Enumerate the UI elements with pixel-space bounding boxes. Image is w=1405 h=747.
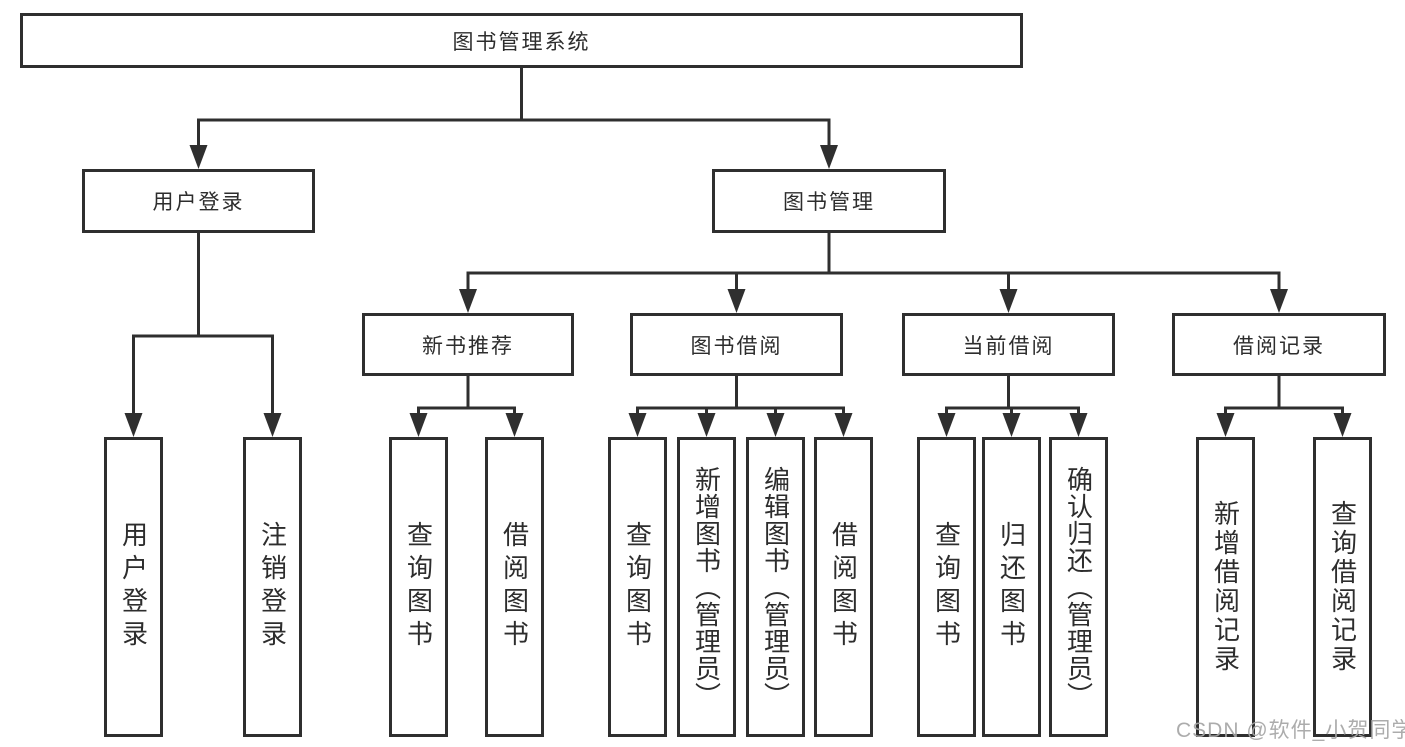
leaf-borrow-books-label: 借阅图书	[828, 521, 859, 653]
node-new-book-recommendation-label: 新书推荐	[422, 334, 514, 358]
node-current-borrowing: 当前借阅	[902, 313, 1115, 376]
node-user-login-label: 用户登录	[152, 191, 245, 214]
leaf-edit-book-admin: 编辑图书（管理员）	[746, 437, 805, 737]
node-root: 图书管理系统	[20, 13, 1023, 68]
leaf-logout-label: 注销登录	[257, 521, 288, 653]
leaf-borrow-books-recommend-label: 借阅图书	[499, 521, 530, 653]
leaf-return-book: 归还图书	[982, 437, 1041, 737]
node-book-borrowing-label: 图书借阅	[690, 334, 783, 358]
leaf-borrow-books-recommend: 借阅图书	[485, 437, 544, 737]
node-new-book-recommendation: 新书推荐	[362, 313, 574, 376]
leaf-query-books-recommend-label: 查询图书	[403, 521, 434, 653]
leaf-user-login-label: 用户登录	[118, 521, 149, 653]
leaf-query-borrow-record-label: 查询借阅记录	[1327, 500, 1358, 674]
leaf-query-books-borrowing: 查询图书	[608, 437, 667, 737]
leaf-query-books-recommend: 查询图书	[389, 437, 448, 737]
leaf-query-books-current: 查询图书	[917, 437, 976, 737]
node-user-login: 用户登录	[82, 169, 315, 233]
leaf-add-borrow-record: 新增借阅记录	[1196, 437, 1255, 737]
leaf-confirm-return-admin: 确认归还（管理员）	[1049, 437, 1108, 737]
node-book-management: 图书管理	[712, 169, 946, 233]
leaf-query-books-borrowing-label: 查询图书	[622, 521, 653, 653]
node-book-management-label: 图书管理	[783, 191, 875, 214]
leaf-query-books-current-label: 查询图书	[931, 521, 962, 653]
node-current-borrowing-label: 当前借阅	[962, 334, 1055, 358]
leaf-user-login: 用户登录	[104, 437, 163, 737]
leaf-add-book-admin: 新增图书（管理员）	[677, 437, 736, 737]
leaf-add-borrow-record-label: 新增借阅记录	[1210, 500, 1241, 674]
leaf-return-book-label: 归还图书	[996, 521, 1027, 653]
leaf-edit-book-admin-label: 编辑图书（管理员）	[760, 465, 791, 709]
node-root-label: 图书管理系统	[452, 30, 591, 54]
leaf-borrow-books: 借阅图书	[814, 437, 873, 737]
leaf-query-borrow-record: 查询借阅记录	[1313, 437, 1372, 737]
node-borrowing-records: 借阅记录	[1172, 313, 1386, 376]
leaf-add-book-admin-label: 新增图书（管理员）	[691, 465, 722, 709]
watermark: CSDN @软件_小贺同学	[1176, 719, 1405, 742]
node-borrowing-records-label: 借阅记录	[1233, 334, 1325, 358]
leaf-logout: 注销登录	[243, 437, 302, 737]
node-book-borrowing: 图书借阅	[630, 313, 843, 376]
leaf-confirm-return-admin-label: 确认归还（管理员）	[1063, 465, 1094, 709]
